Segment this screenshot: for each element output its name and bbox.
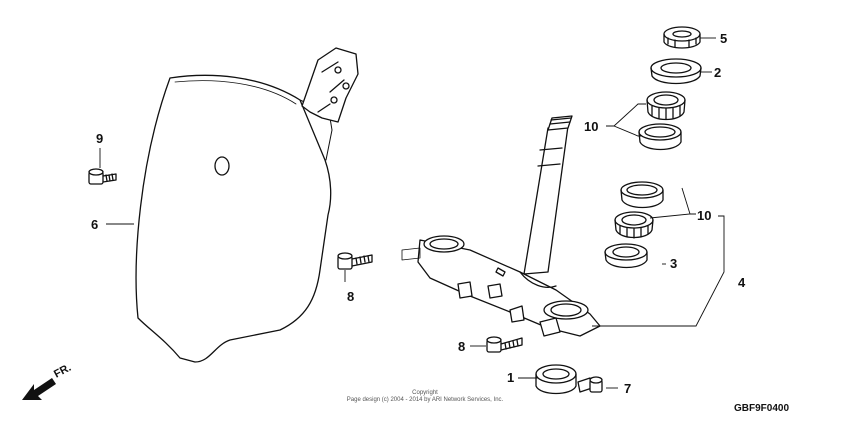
leader-lines: [99, 37, 725, 389]
callout-7: 7: [624, 381, 632, 396]
callout-6: 6: [91, 217, 99, 232]
direction-arrow-icon: [22, 378, 56, 400]
lower-bearing-10: [614, 181, 664, 239]
callout-1: 1: [507, 370, 515, 385]
copyright-line-1: Copyright: [412, 390, 438, 396]
callout-8-upper: 8: [347, 289, 355, 304]
callout-8-lower: 8: [458, 339, 466, 354]
clamp-1: [535, 364, 577, 395]
copyright-line-2: Page design (c) 2004 - 2014 by ARI Netwo…: [346, 397, 504, 403]
steering-stem: [401, 115, 601, 337]
callout-9: 9: [96, 131, 104, 146]
callout-3: 3: [670, 256, 678, 271]
bolt-8-lower: [486, 336, 523, 353]
bolt-7: [577, 376, 603, 393]
callout-2: 2: [714, 65, 722, 80]
diagram-code: GBF9F0400: [734, 403, 790, 414]
stem-nut-5: [663, 26, 701, 49]
dust-seal-3: [604, 243, 648, 269]
number-plate: [135, 47, 359, 363]
dust-seal-2: [650, 58, 702, 85]
upper-bearing-10: [638, 91, 686, 151]
bolt-9: [88, 168, 117, 185]
callout-10-lower: 10: [697, 208, 712, 223]
callout-10-upper: 10: [584, 119, 599, 134]
callout-5: 5: [720, 31, 728, 46]
bolt-8-upper: [337, 252, 373, 270]
callout-4: 4: [738, 275, 746, 290]
